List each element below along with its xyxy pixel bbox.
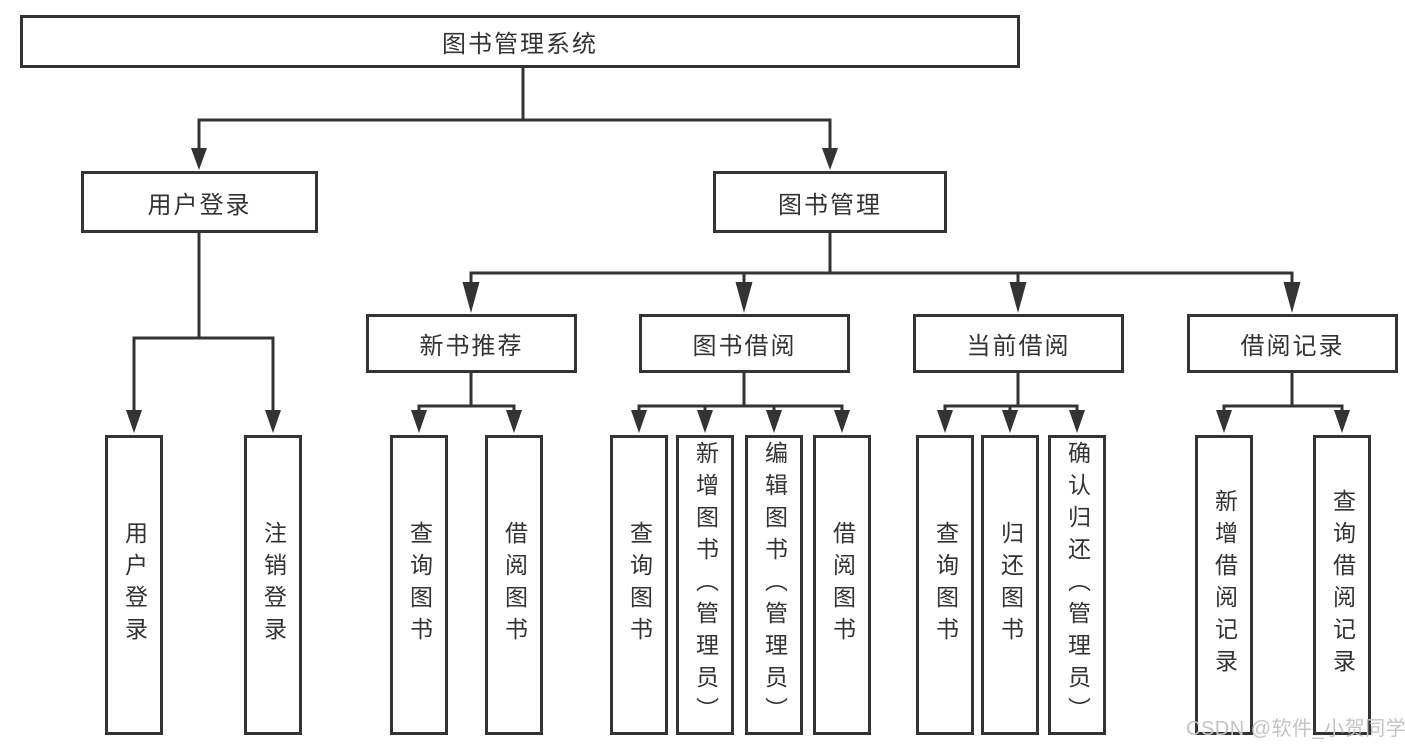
- arrow-down-marker: [631, 410, 647, 433]
- edge-book-mgmt-to-level3: [462, 233, 1301, 313]
- arrow-down-marker: [265, 410, 281, 433]
- arrow-down-marker: [411, 410, 427, 433]
- node-book-mgmt-label: 图书管理: [778, 191, 882, 219]
- node-book-borrow-label: 图书借阅: [692, 333, 797, 360]
- arrow-down-marker: [462, 282, 480, 313]
- leaf-logout-login: 注销登录: [244, 435, 302, 735]
- arrow-down-marker: [1334, 410, 1350, 433]
- arrow-down-marker: [1283, 282, 1301, 313]
- leaf-query-book-current: 查询图书: [916, 435, 974, 735]
- edge-new-book-rec-to-leaves: [411, 373, 522, 433]
- leaf-borrow-book-borrow: 借阅图书: [813, 435, 871, 735]
- arrow-down-marker: [126, 410, 142, 433]
- leaf-confirm-return-admin: 确认归还（管理员）: [1048, 435, 1106, 735]
- leaf-add-borrow-record: 新增借阅记录: [1195, 435, 1253, 735]
- node-new-book-rec: 新书推荐: [366, 314, 577, 373]
- node-borrow-record: 借阅记录: [1187, 314, 1398, 373]
- arrow-down-marker: [822, 148, 838, 170]
- node-user-login: 用户登录: [81, 171, 318, 233]
- edge-root-to-level2: [191, 68, 838, 170]
- arrow-down-marker: [506, 410, 522, 433]
- node-root: 图书管理系统: [20, 15, 1020, 68]
- leaf-add-book-admin: 新增图书（管理员）: [676, 435, 734, 735]
- leaf-edit-book-admin: 编辑图书（管理员）: [745, 435, 803, 735]
- edge-book-borrow-to-leaves: [631, 373, 850, 433]
- edge-user-login-to-leaves: [126, 233, 281, 433]
- arrow-down-marker: [735, 282, 753, 313]
- leaf-query-book-borrow: 查询图书: [610, 435, 668, 735]
- arrow-down-marker: [766, 410, 782, 433]
- node-user-login-label: 用户登录: [147, 191, 252, 219]
- node-book-borrow: 图书借阅: [639, 314, 850, 373]
- arrow-down-marker: [1216, 410, 1232, 433]
- node-book-mgmt: 图书管理: [713, 171, 947, 233]
- edge-borrow-record-to-leaves: [1216, 373, 1350, 433]
- arrow-down-marker: [937, 410, 953, 433]
- csdn-watermark: CSDN @软件_小贺同学: [1186, 718, 1405, 740]
- arrow-down-marker: [834, 410, 850, 433]
- arrow-down-marker: [697, 410, 713, 433]
- leaf-borrow-book-rec: 借阅图书: [485, 435, 543, 735]
- arrow-down-marker: [1009, 282, 1027, 313]
- arrow-down-marker: [191, 148, 207, 170]
- leaf-return-book: 归还图书: [981, 435, 1039, 735]
- node-borrow-record-label: 借阅记录: [1240, 333, 1345, 360]
- arrow-down-marker: [1069, 410, 1085, 433]
- leaf-query-book-rec: 查询图书: [390, 435, 448, 735]
- leaf-user-login: 用户登录: [105, 435, 163, 735]
- node-current-borrow: 当前借阅: [913, 314, 1124, 373]
- edge-current-borrow-to-leaves: [937, 373, 1085, 433]
- node-current-borrow-label: 当前借阅: [966, 333, 1071, 360]
- node-new-book-rec-label: 新书推荐: [419, 333, 524, 360]
- leaf-query-borrow-record: 查询借阅记录: [1313, 435, 1371, 735]
- node-root-label: 图书管理系统: [442, 31, 598, 58]
- arrow-down-marker: [1002, 410, 1018, 433]
